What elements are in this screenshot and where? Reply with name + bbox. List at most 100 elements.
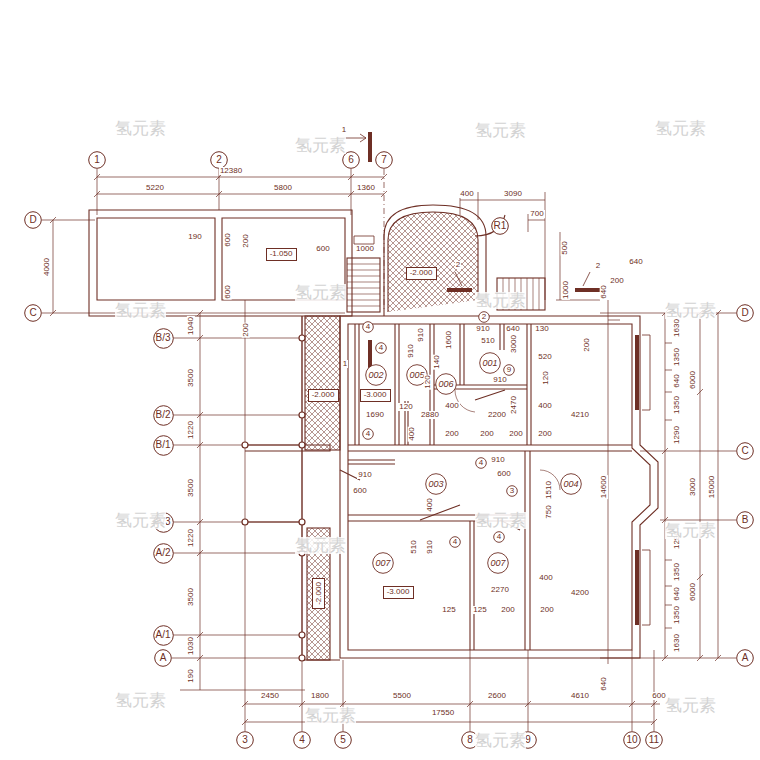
dimension-label: 4200 [570,589,590,597]
node-text: -1.050 [270,250,293,258]
dimension-label: 600 [496,470,511,478]
bubble-circle [153,405,173,425]
dimension-label: 910 [475,325,490,333]
dimension-label: 200 [479,430,494,438]
walls [89,205,658,660]
columns-part [299,335,305,341]
dimension-label: 1000 [355,245,375,253]
node-text: 1 [94,155,100,165]
dimension-lines-part [245,300,654,731]
bubble-circle [646,732,663,749]
dimension-label: 500 [561,240,569,255]
dimension-label: 200 [583,337,591,352]
bubble-circle [737,650,754,667]
watermark: 氢元素 [115,512,166,529]
dimension-label: 200 [537,430,552,438]
door-tag: 4 [362,428,374,440]
bubble-circle [294,732,311,749]
dimension-label: 6000 [689,582,697,602]
dimension-label: 1350 [673,395,681,415]
node-text: A [160,653,167,663]
dimension-label: 125 [472,606,487,614]
axis-bubble: B/2 [153,405,174,426]
node-text: 6 [348,155,354,165]
dimension-label: 600 [315,245,330,253]
door-tag: 2 [478,311,490,323]
dimension-label: 17550 [431,709,455,717]
dimension-label: 6000 [689,370,697,390]
bubble-circle [335,732,352,749]
dimension-lines-part [197,310,203,661]
node-text: D [741,308,748,318]
columns-part [242,519,248,525]
room-tag: 007 [487,552,509,574]
dimension-lines-part [662,310,721,661]
dimension-label: 3500 [187,368,195,388]
watermark: 氢元素 [665,302,716,319]
dimension-label: 4210 [570,411,590,419]
dimension-label: 200 [444,430,459,438]
level-box: -2.000 [312,578,325,609]
dimension-label: 910 [492,376,507,384]
dimension-label: 1000 [562,280,570,300]
dimension-label: 400 [426,497,434,512]
node-text: 4 [497,533,501,541]
dimension-label: 1350 [673,562,681,582]
bubble-circle [480,353,501,374]
bubble-circle [25,212,42,229]
node-text: B/3 [155,333,170,343]
columns-part [299,632,305,638]
watermark: 氢元素 [295,537,346,554]
bubble-circle [89,152,106,169]
axis-bubble: 10 [623,731,641,749]
dimension-label: 200 [508,430,523,438]
bubble-circle [155,650,172,667]
columns-part [242,442,248,448]
dimension-label: 1510 [545,480,553,500]
dimension-label: 3090 [503,190,523,198]
dimension-label: 2200 [487,411,507,419]
columns-part [299,412,305,418]
dimension-label: 5500 [392,692,412,700]
dimension-lines-part [97,177,384,194]
bubble-circle [561,474,582,495]
room-tag: 006 [435,373,457,395]
node-text: 003 [428,480,443,489]
dimension-label: 5800 [273,184,293,192]
bubble-circle [624,732,641,749]
axis-bubble: 1 [88,151,106,169]
axis-bubble: A/1 [153,625,174,646]
section-marks-part [575,288,600,292]
node-text: 3 [242,735,248,745]
dimension-label: 2470 [510,395,518,415]
bubble-circle [450,537,461,548]
walls-part [455,390,560,490]
dimension-label: 15000 [708,475,716,499]
level-box: -3.000 [360,389,391,402]
dimension-label: 2450 [260,692,280,700]
node-text: 4 [479,459,483,467]
node-text: C [29,308,36,318]
dimension-label: 910 [417,327,425,342]
node-text: 3 [510,487,514,495]
bubble-circle [488,553,509,574]
dimension-label: 140 [433,354,441,369]
watermark: 氢元素 [655,120,706,137]
dimension-label: 1360 [356,184,376,192]
dimension-lines-part [97,169,351,215]
bubble-circle [504,365,515,376]
dimension-label: 640 [505,325,520,333]
node-text: 5 [340,735,346,745]
level-box: -1.050 [266,248,297,261]
dimension-lines-part [242,701,657,725]
dimension-label: 3000 [510,334,518,354]
node-text: C [741,446,748,456]
dimension-label: 510 [410,539,418,554]
dimension-label: 200 [242,233,250,248]
axis-bubble: B/3 [153,328,174,349]
bubble-circle [153,435,173,455]
node-text: 006 [438,380,453,389]
walls-part [89,210,352,316]
bubble-circle [376,343,387,354]
